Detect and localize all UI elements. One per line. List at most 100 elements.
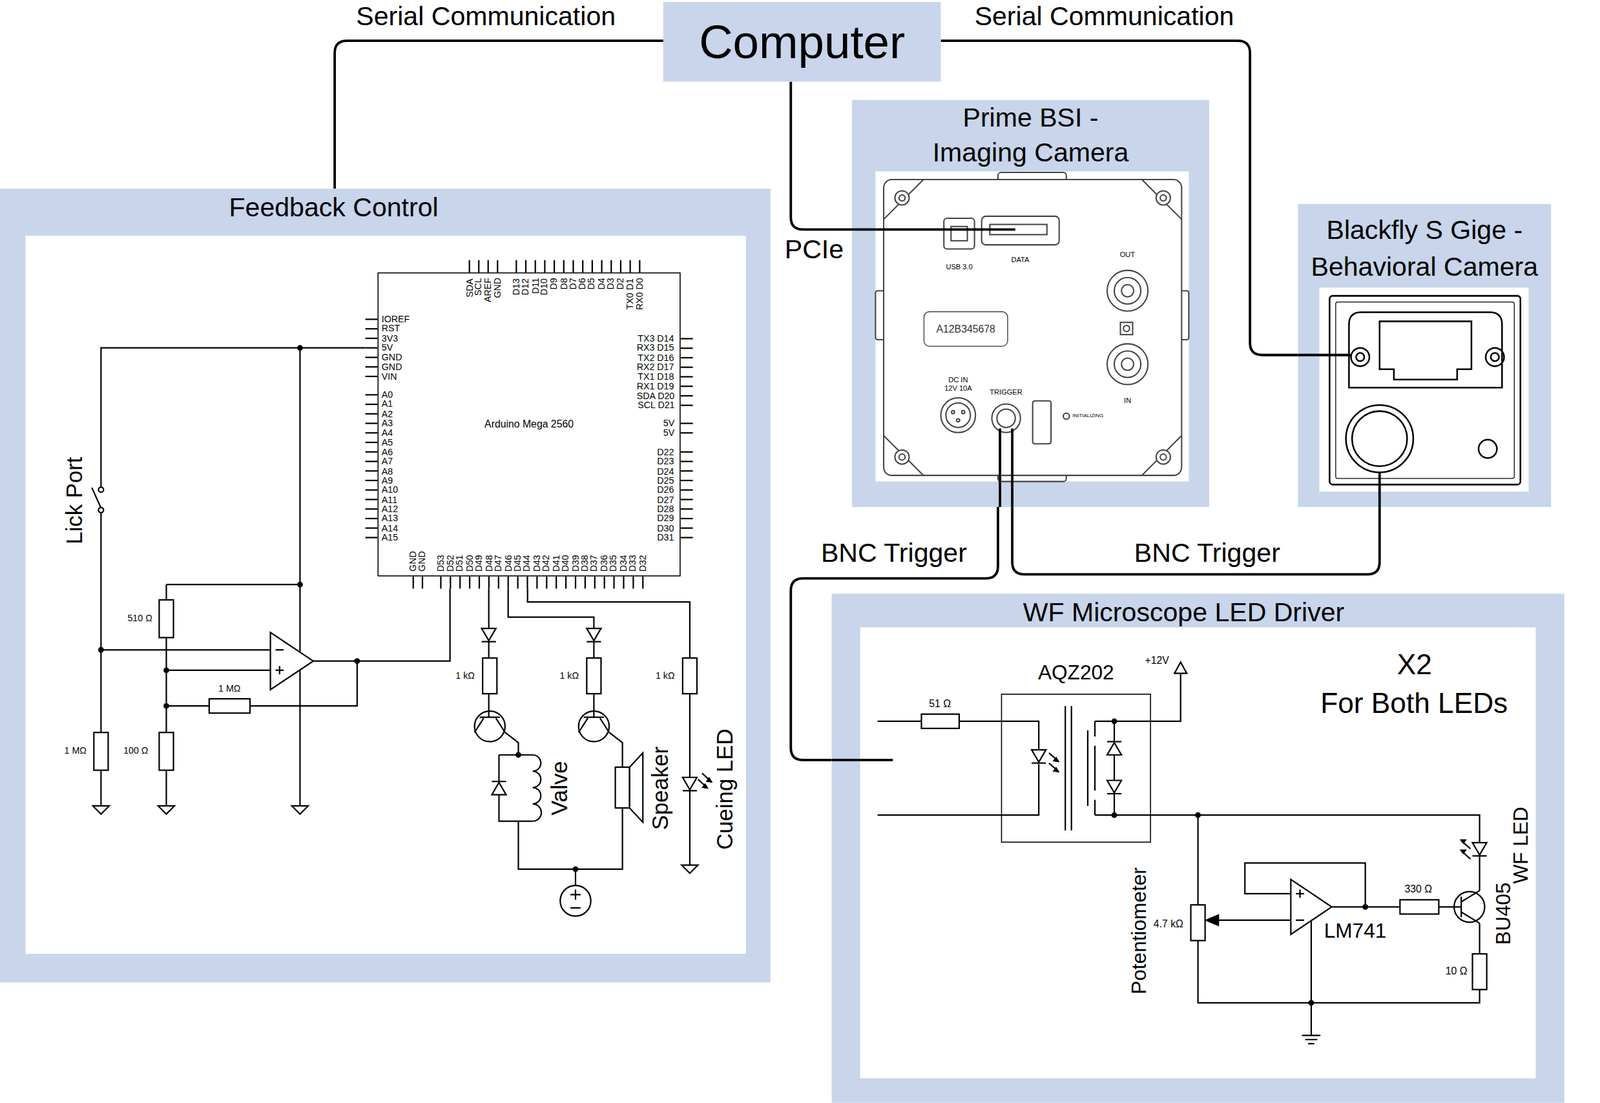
camera-body: [1379, 321, 1472, 380]
node-title: A12B345678: [936, 322, 996, 335]
pin-stub: [632, 576, 634, 590]
pin-stub: [680, 536, 694, 539]
feedback-schematic: [0, 188, 771, 983]
pin-stub: [680, 518, 694, 520]
diode-symbol: [491, 782, 506, 796]
pin-label: RX2 D17: [636, 362, 675, 373]
pin-label: D29: [656, 513, 674, 524]
pin-stub: [680, 395, 694, 397]
pin-stub: [642, 576, 644, 590]
schematic-ground: [25, 235, 746, 955]
pin-label: D35: [608, 554, 619, 572]
pin-label: D41: [550, 554, 562, 572]
pin-label: D22: [656, 446, 674, 458]
pin-label: D39: [569, 554, 581, 572]
component-label: 1 MΩ: [64, 746, 87, 757]
diode-symbol: [481, 628, 602, 795]
pin-stub: [680, 422, 694, 424]
component-label: Lick Port: [61, 456, 88, 544]
wire: [1113, 721, 1115, 816]
wire: [1198, 815, 1480, 1004]
resistor-symbol: [158, 600, 174, 638]
pin-label: D49: [473, 554, 484, 572]
wire: [1065, 706, 1071, 831]
speaker-symbol: [629, 753, 644, 823]
pin-label: RX1 D19: [636, 381, 675, 392]
pin-stub: [365, 347, 378, 349]
node-title: WF Microscope LED Driver: [857, 596, 1511, 628]
resistor-symbol: [209, 698, 250, 714]
component-label: DC IN 12V 10A: [941, 376, 975, 393]
pin-stub: [365, 460, 378, 462]
edge-label: PCIe: [781, 234, 847, 265]
pin-label: GND: [417, 550, 428, 572]
pin-stub: [680, 479, 694, 482]
component-label: 510 Ω: [127, 612, 152, 624]
led-symbol: [682, 777, 697, 790]
camera-port: [943, 218, 975, 249]
resistor-symbol: [1399, 899, 1439, 915]
cable: [1297, 355, 1380, 508]
pin-stub: [526, 576, 528, 590]
wire: [100, 348, 365, 807]
resistor-symbol: [921, 714, 959, 729]
section-panel: WF Microscope LED DriverAQZ202: [831, 593, 1564, 1103]
pin-label: D38: [579, 554, 590, 572]
pin-stub: [365, 479, 378, 482]
pin-stub: [563, 260, 565, 273]
pin-label: 5V: [663, 427, 675, 438]
pin-stub: [365, 394, 378, 396]
transistor-symbol: [474, 711, 506, 733]
cable: [1297, 355, 1380, 508]
pin-stub: [421, 576, 424, 590]
pin-label: D31: [656, 532, 674, 544]
pin-stub: [680, 432, 694, 434]
pin-label: A7: [381, 456, 393, 468]
pin-stub: [468, 260, 471, 273]
pin-label: A15: [381, 532, 398, 544]
pin-stub: [365, 422, 378, 424]
serial-number-tag: A12B345678: [923, 311, 1009, 347]
component-label: Valve: [546, 760, 573, 816]
pin-label: D42: [541, 554, 552, 572]
junction-dot: [1308, 999, 1315, 1006]
diode-symbol: [1107, 793, 1122, 795]
camera-body: [1160, 195, 1166, 201]
diode-symbol: [1031, 762, 1046, 765]
pin-stub: [365, 470, 378, 472]
cable: [831, 758, 893, 762]
pin-stub: [525, 260, 527, 273]
pin-stub: [591, 260, 593, 273]
pin-stub: [600, 260, 603, 273]
component-label: Potentiometer: [1126, 866, 1150, 995]
pin-label: D43: [531, 554, 542, 572]
camera-port: [945, 403, 971, 428]
wire: [299, 348, 301, 807]
pin-stub: [365, 451, 378, 453]
pin-label: D27: [656, 494, 674, 506]
pin-stub: [680, 451, 694, 453]
pin-label: RX3 D15: [636, 342, 675, 354]
pin-label: D26: [656, 485, 674, 496]
pin-stub: [536, 576, 538, 590]
node-title: Blackfly S Gige - Behavioral Camera: [1300, 211, 1549, 285]
pin-stub: [477, 260, 480, 273]
transistor-symbol: [474, 711, 506, 742]
resistor-symbol: [1191, 904, 1206, 941]
camera-body: [1478, 439, 1497, 458]
camera-port: [1107, 270, 1148, 312]
junction-dot: [515, 752, 522, 759]
edge-label: BNC Trigger: [817, 538, 970, 570]
pin-label: SCL: [473, 277, 484, 296]
pin-stub: [680, 357, 694, 359]
image-ground: [1319, 287, 1529, 492]
pin-stub: [365, 356, 378, 358]
connector-line: [1012, 507, 1380, 575]
lick-port-switch: [91, 487, 104, 513]
pin-label: D8: [558, 277, 569, 290]
diode-symbol: [1031, 749, 1046, 763]
component-label: 4.7 kΩ: [1153, 918, 1184, 931]
node-title: AQZ202: [1001, 660, 1150, 685]
junction-dot: [163, 703, 170, 710]
pin-stub: [545, 576, 548, 590]
